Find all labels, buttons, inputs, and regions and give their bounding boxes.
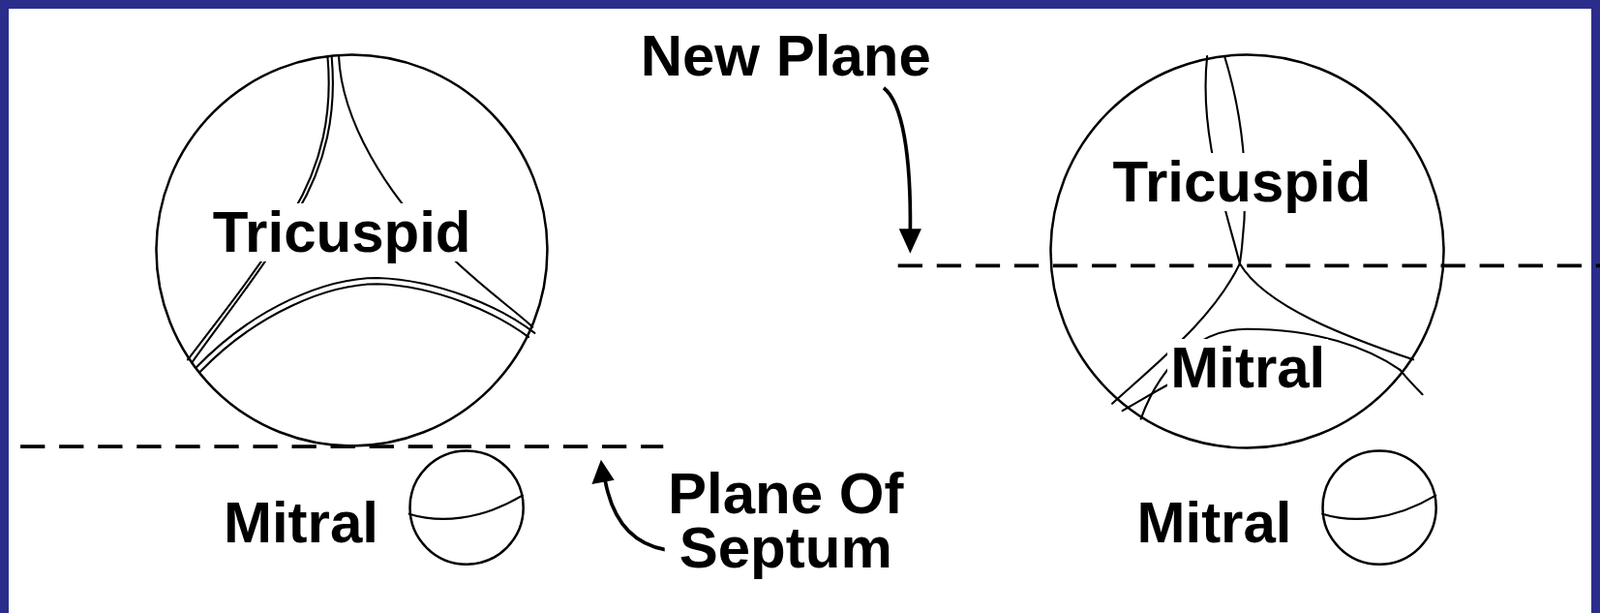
valve-ring	[409, 450, 523, 564]
valve-ring	[1050, 54, 1444, 448]
valve-label: Tricuspid	[1110, 152, 1375, 212]
tricuspid-valve: Tricuspid	[154, 53, 549, 448]
valve-label: Tricuspid	[210, 203, 475, 262]
valve-ring	[156, 54, 548, 446]
leaflet-line	[1322, 495, 1436, 519]
arrow-head	[899, 228, 922, 253]
mitral-valve: Mitral	[1321, 449, 1438, 566]
plane-label: Plane Of Septum	[664, 465, 907, 575]
plane-label: New Plane	[637, 27, 935, 86]
leaflet-line	[195, 277, 535, 368]
new-plane-line	[898, 263, 1600, 268]
arrow-head	[591, 459, 614, 484]
leaflet-line	[200, 283, 529, 372]
leaflet-line	[1141, 329, 1401, 420]
valve-outline	[408, 449, 525, 566]
valve-label: Mitral	[1133, 493, 1295, 552]
leaflet-line	[1399, 369, 1422, 394]
valve-label: Mitral	[1167, 338, 1329, 397]
pointer-arrow	[883, 88, 910, 234]
pointer-arrow	[604, 480, 665, 550]
leaflet-line	[409, 495, 523, 519]
valve-ring	[1323, 450, 1437, 564]
overlapped-valves: TricuspidMitral	[1049, 53, 1446, 450]
valve-outline	[1321, 449, 1438, 566]
mitral-valve: Mitral	[408, 449, 525, 566]
valve-label: Mitral	[220, 493, 382, 552]
